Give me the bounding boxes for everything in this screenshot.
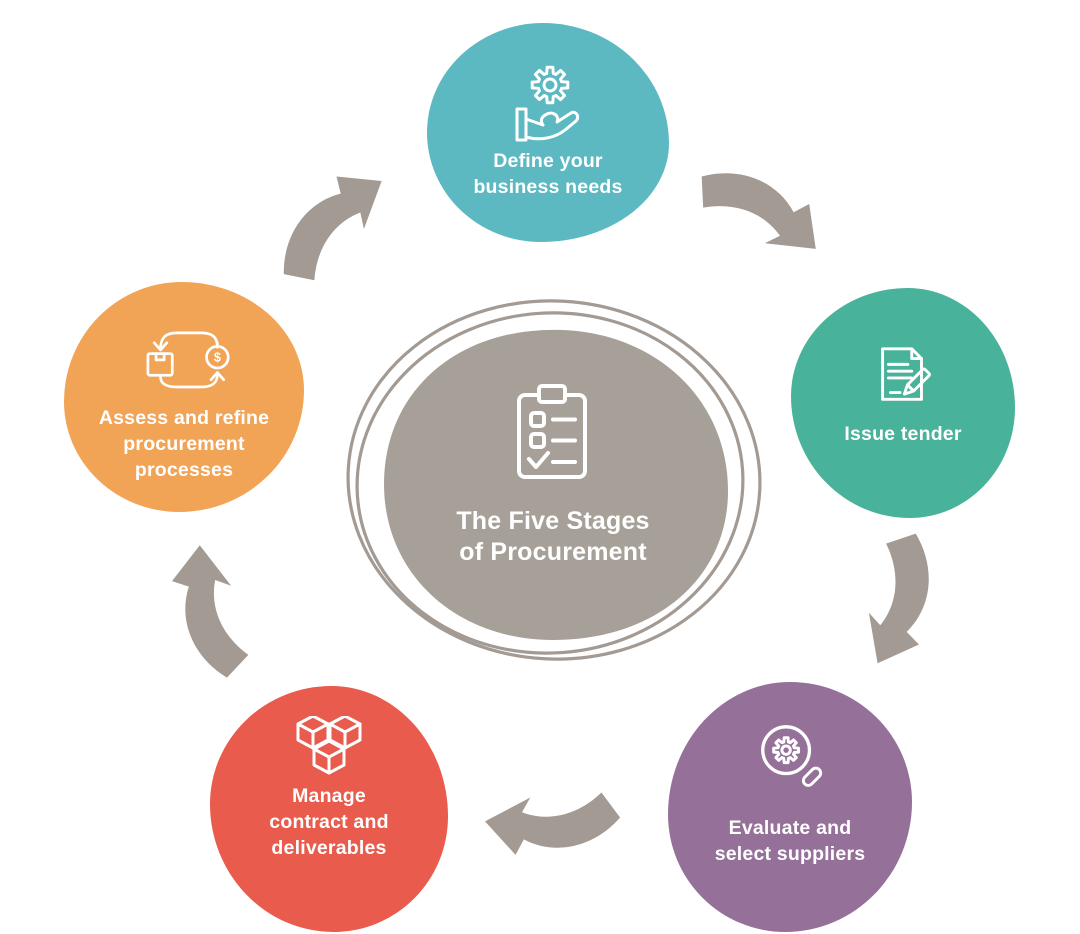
document-pencil-icon [881,347,931,401]
center-title: The Five Stages of Procurement [363,506,743,568]
stage-issue-tender: Issue tender [791,288,1015,518]
arrow-define-to-issue [688,150,834,267]
arrow-manage-to-assess [165,540,253,685]
clipboard-checklist-icon [517,384,587,479]
center-title-line1: The Five Stages [456,507,650,535]
stage-label: Assess and refine procurement processes [98,407,270,481]
stage-label: Issue tender [844,423,962,445]
stage-label: Manage contract and deliverables [269,785,389,859]
stage-assess-refine-processes: $ Assess and refine procurement processe… [64,282,304,512]
magnifier-gear-icon [761,725,823,787]
gear-hand-icon [515,65,580,142]
arrow-issue-to-evaluate [857,527,945,672]
stacked-cubes-icon [296,716,362,775]
stage-manage-contract-deliverables: Manage contract and deliverables [210,686,448,932]
stage-define-business-needs: Define your business needs [427,23,669,242]
arrow-assess-to-define [262,156,397,293]
arrow-evaluate-to-manage [483,791,623,857]
center-hub-blob [346,299,762,661]
svg-text:$: $ [214,351,221,365]
stage-label: Evaluate and select suppliers [714,817,866,865]
center-title-line2: of Procurement [459,538,647,566]
stage-evaluate-select-suppliers: Evaluate and select suppliers [668,682,912,932]
stage-label: Define your business needs [473,150,623,198]
box-dollar-cycle-icon: $ [146,331,230,389]
